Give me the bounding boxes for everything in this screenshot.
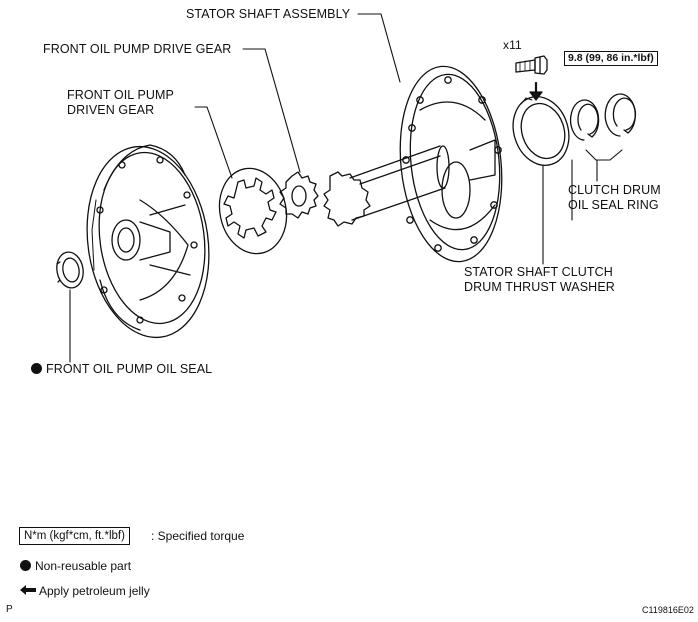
front-oil-pump-driven-gear [218,167,288,255]
left-arrow-icon [20,585,36,595]
bolt-count: x11 [503,38,522,52]
legend-jelly: Apply petroleum jelly [20,584,150,599]
petroleum-jelly-arrow-icon [529,81,543,101]
label-washer-line2: DRUM THRUST WASHER [464,280,615,294]
front-oil-pump-body [86,144,210,339]
front-oil-pump-oil-seal [56,251,84,289]
stator-shaft-clutch-drum-thrust-washer [512,96,570,166]
label-driven-gear-line2: DRIVEN GEAR [67,103,155,117]
label-oil-seal: FRONT OIL PUMP OIL SEAL [31,362,212,377]
front-oil-pump-drive-gear [279,171,319,219]
torque-spec-box: 9.8 (99, 86 in.*lbf) [564,51,658,66]
label-driven-gear-line1: FRONT OIL PUMP [67,88,174,102]
legend-torque-units: N*m (kgf*cm, ft.*lbf) [19,527,130,545]
stator-shaft-assembly [323,65,503,263]
bolt [515,55,548,75]
footer-left: P [6,604,13,615]
non-reusable-dot-icon [31,363,42,374]
label-seal-ring-line2: OIL SEAL RING [568,198,659,212]
label-washer-line1: STATOR SHAFT CLUTCH [464,265,613,279]
legend-torque-desc: : Specified torque [151,529,245,543]
label-stator-shaft-assembly: STATOR SHAFT ASSEMBLY [186,7,351,21]
label-drive-gear: FRONT OIL PUMP DRIVE GEAR [43,42,232,56]
footer-code: C119816E02 [642,605,694,615]
legend-non-reusable: Non-reusable part [20,559,131,574]
clutch-drum-oil-seal-rings [569,93,637,141]
label-seal-ring-line1: CLUTCH DRUM [568,183,661,197]
filled-circle-icon [20,560,31,571]
leader-lines [69,13,623,363]
